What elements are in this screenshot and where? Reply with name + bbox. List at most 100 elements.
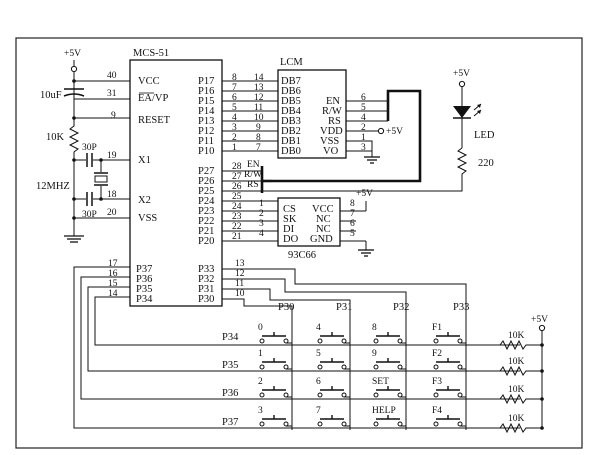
col-label-p30: P30	[278, 302, 294, 313]
pullup-label: 10K	[508, 385, 525, 395]
lcm-pin-en: EN	[326, 96, 340, 107]
mcu-port2: P27 P26 P25 P24 P23 P22 P21 P20 28 27 26…	[198, 162, 242, 247]
pullup-resistor: 10K	[499, 331, 544, 351]
mcu-pin-p16: P16	[198, 86, 214, 97]
mcu-port1: P17 P16 P15 P14 P13 P12 P11 P10 8 7 6 5 …	[198, 73, 237, 157]
lcm-control-wiring: +5V EN R/W RS	[222, 89, 422, 193]
col-wire-p32	[222, 278, 407, 430]
lcm-pin-rw: R/W	[322, 106, 342, 117]
col-wire-p33	[222, 268, 467, 430]
cap-10uf-label: 10uF	[40, 90, 62, 101]
mcu-pinnum-25: 25	[232, 192, 242, 202]
key-label: 8	[372, 323, 377, 333]
key-label: F1	[432, 323, 442, 333]
mcu-pin-p22: P22	[198, 216, 214, 227]
lcm-pinnum-2: 2	[361, 123, 366, 133]
key-switch: SET	[372, 377, 406, 398]
lcm-pinnum-6: 6	[361, 93, 366, 103]
eeprom-pinnum-1: 1	[259, 199, 264, 209]
key-label: F3	[432, 377, 442, 387]
eeprom-pin-di: DI	[283, 224, 295, 235]
mcu-pinnum-11: 11	[235, 279, 244, 289]
mcu-pinnum-18: 18	[107, 190, 117, 200]
mcu-pinnum-19: 19	[107, 151, 117, 161]
key-switch: 5	[316, 349, 350, 370]
mcu-port3-right: P33 P32 P31 P30 13 12 11 10	[198, 259, 245, 305]
key-switch: 3	[258, 406, 292, 427]
pullup-label: 10K	[508, 357, 525, 367]
mcu-pin-x2: X2	[138, 195, 151, 206]
cap-x2-label: 30P	[82, 210, 97, 220]
eeprom-pin-nc2: NC	[316, 224, 331, 235]
led-circuit: +5V LED 220	[222, 69, 495, 192]
mcu-pinnum-31: 31	[107, 89, 117, 99]
mcu-pin-ea: EA/VP	[138, 93, 168, 104]
key-label: 1	[258, 349, 263, 359]
mcu-pinnum-14: 14	[108, 289, 118, 299]
wire-lcm-vss-vo	[346, 140, 373, 152]
key-switch: 9	[372, 349, 406, 370]
crystal-body	[94, 175, 108, 183]
row-wire-p36	[80, 276, 520, 400]
lcm-body	[277, 69, 347, 159]
junction-vcc	[72, 79, 76, 83]
mcu-pinnum-1: 1	[232, 143, 237, 153]
row-wire-p34	[94, 296, 520, 346]
mcu-pin-p35: P35	[136, 284, 152, 295]
key-label: F4	[432, 406, 442, 416]
mcu-pinnum-15: 15	[108, 279, 118, 289]
lcm-pin-db6: DB6	[281, 86, 301, 97]
key-label: 3	[258, 406, 263, 416]
lcm-pinnum-14: 14	[254, 73, 264, 83]
lcm-vdd-terminal	[377, 127, 385, 135]
mcu-pin-p17: P17	[198, 76, 214, 87]
mcu-port3-left: P37 P36 P35 P34 17 16 15 14	[108, 259, 153, 305]
mcu-pinnum-2: 2	[232, 133, 237, 143]
mcu-pinnum-24: 24	[232, 202, 242, 212]
mcu-pinnum-40: 40	[107, 71, 117, 81]
col-wire-p30	[222, 298, 293, 430]
row-label-p35: P35	[222, 360, 238, 371]
lcm-pin-vo: VO	[323, 146, 339, 157]
lcm-module: LCM DB7 DB6 DB5 DB4 DB3 DB2 DB1 DB0 14 1…	[254, 57, 366, 159]
mcu-pin-p12: P12	[198, 126, 214, 137]
mcu-pinnum-4: 4	[232, 113, 237, 123]
key-switch: 8	[372, 323, 406, 344]
cap-x1-label: 30P	[82, 143, 97, 153]
lcm-title: LCM	[280, 57, 303, 68]
mcu-pinnum-7: 7	[232, 83, 237, 93]
lcm-pin-db4: DB4	[281, 106, 302, 117]
key-label: 9	[372, 349, 377, 359]
lcm-pinnum-3: 3	[361, 143, 366, 153]
eeprom-pinnum-5: 5	[350, 229, 355, 239]
mcu-pin-p31: P31	[198, 284, 214, 295]
lcm-pin-db0: DB0	[281, 146, 301, 157]
mcu-pinnum-26: 26	[232, 182, 242, 192]
eeprom-title: 93C66	[288, 250, 316, 261]
mcu-pinnum-27: 27	[232, 172, 242, 182]
junction-x1	[72, 158, 76, 162]
lcm-pinnum-4: 4	[361, 113, 366, 123]
eeprom-pinnum-8: 8	[350, 199, 355, 209]
mcu-pin-p14: P14	[198, 106, 215, 117]
mcu-pin-p25: P25	[198, 186, 214, 197]
key-label: 7	[316, 406, 321, 416]
key-label: 0	[258, 323, 263, 333]
mcu-pin-p11: P11	[198, 136, 214, 147]
key-switch: 6	[316, 377, 350, 398]
eeprom-pin-do: DO	[283, 234, 299, 245]
key-switch: 2	[258, 377, 292, 398]
mcu-pin-reset: RESET	[138, 115, 171, 126]
mcu-pin-p13: P13	[198, 116, 214, 127]
mcu-pin-p26: P26	[198, 176, 214, 187]
row-label-p34: P34	[222, 332, 239, 343]
mcu-pin-p23: P23	[198, 206, 214, 217]
lcm-pinnum-12: 12	[254, 93, 264, 103]
key-label: SET	[372, 377, 389, 387]
eeprom-pinnum-4: 4	[259, 229, 264, 239]
led-vcc-terminal	[458, 80, 466, 88]
mcs51-title: MCS-51	[133, 48, 169, 59]
led-vcc-label: +5V	[453, 69, 470, 79]
